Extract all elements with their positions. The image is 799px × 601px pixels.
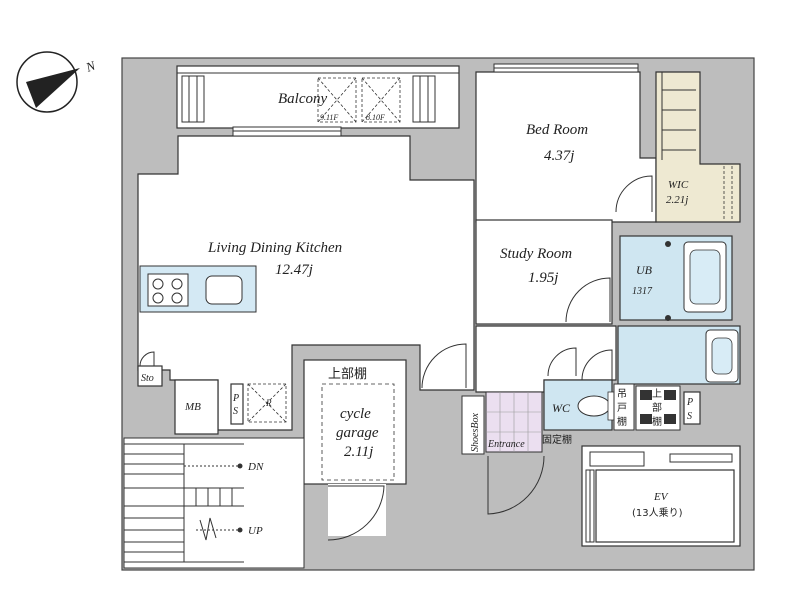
balcony-unit-b: 8.10F (366, 113, 385, 122)
sto-room: Sto (137, 351, 163, 387)
ev-capacity: (13人乗り) (632, 507, 683, 519)
bedroom-area: 4.37j (544, 148, 574, 164)
sink-icon (205, 275, 243, 305)
wic-area: 2.21j (666, 194, 688, 206)
wic-room: WIC 2.21j (655, 71, 741, 223)
ps-left: P S (230, 383, 244, 425)
bed-room: Bed Room 4.37j (475, 63, 657, 223)
upper-shelf2-2: 部 (652, 401, 662, 414)
ub-size: 1317 (632, 286, 653, 297)
wc-cabinet-1: 吊 (617, 388, 627, 400)
stairs-up-label: UP (248, 525, 263, 537)
wc-label: WC (552, 401, 571, 415)
cycle-line1: cycle (340, 406, 371, 422)
shoebox-label: ShoesBox (470, 413, 481, 452)
ldk-label: Living Dining Kitchen (207, 240, 342, 256)
wc-cabinet-2: 戸 (617, 402, 627, 414)
ldk-room: Living Dining Kitchen 12.47j (137, 126, 475, 431)
bedroom-label: Bed Room (526, 122, 588, 138)
ps-left-p: P (232, 393, 239, 404)
ps-right-s: S (687, 411, 692, 422)
sto-label: Sto (141, 373, 154, 384)
study-area: 1.95j (528, 270, 558, 286)
stairs: DN UP (123, 437, 305, 569)
washroom (581, 325, 741, 385)
upper-shelf-label: 上部棚 (328, 367, 367, 382)
upper-shelf2-1: 上 (652, 388, 662, 400)
study-room: Study Room 1.95j (475, 219, 613, 325)
mb-label: MB (184, 401, 201, 413)
compass: N (16, 51, 98, 113)
ps-left-s: S (233, 406, 238, 417)
r-box-label: R (265, 398, 272, 408)
balcony: Balcony 9.11F 8.10F (176, 65, 460, 129)
ps-right-p: P (686, 397, 693, 408)
balcony-label: Balcony (278, 91, 327, 107)
stairs-down-label: DN (247, 461, 264, 473)
compass-north-label: N (83, 57, 98, 75)
wic-label: WIC (668, 179, 689, 191)
entrance: ShoesBox Entrance 固定棚 (461, 391, 572, 515)
wc-cabinet-3: 棚 (617, 415, 627, 428)
toilet-icon (577, 395, 611, 417)
ev-label: EV (653, 491, 669, 503)
stove-icon (147, 273, 189, 307)
elevator: EV (13人乗り) (581, 445, 741, 547)
study-label: Study Room (500, 246, 572, 262)
fixed-shelf-label: 固定棚 (542, 433, 572, 446)
cycle-area: 2.11j (344, 444, 373, 460)
ps-right: P S (683, 391, 701, 425)
r-box: R (247, 383, 287, 423)
ub-label: UB (636, 263, 653, 277)
compass-arrow-icon (26, 68, 80, 108)
upper-shelf2-3: 棚 (652, 415, 662, 428)
cycle-line2: garage (336, 425, 379, 441)
upper-shelf-right: 上 部 棚 (635, 385, 681, 431)
mb-room: MB (174, 379, 219, 435)
ub-room: UB 1317 (619, 235, 733, 321)
cycle-garage: 上部棚 cycle garage 2.11j (303, 359, 407, 541)
wc-room: WC 吊 戸 棚 (543, 379, 635, 431)
entrance-label: Entrance (487, 439, 525, 450)
ldk-area: 12.47j (275, 262, 313, 278)
balcony-unit-a: 9.11F (320, 113, 338, 122)
